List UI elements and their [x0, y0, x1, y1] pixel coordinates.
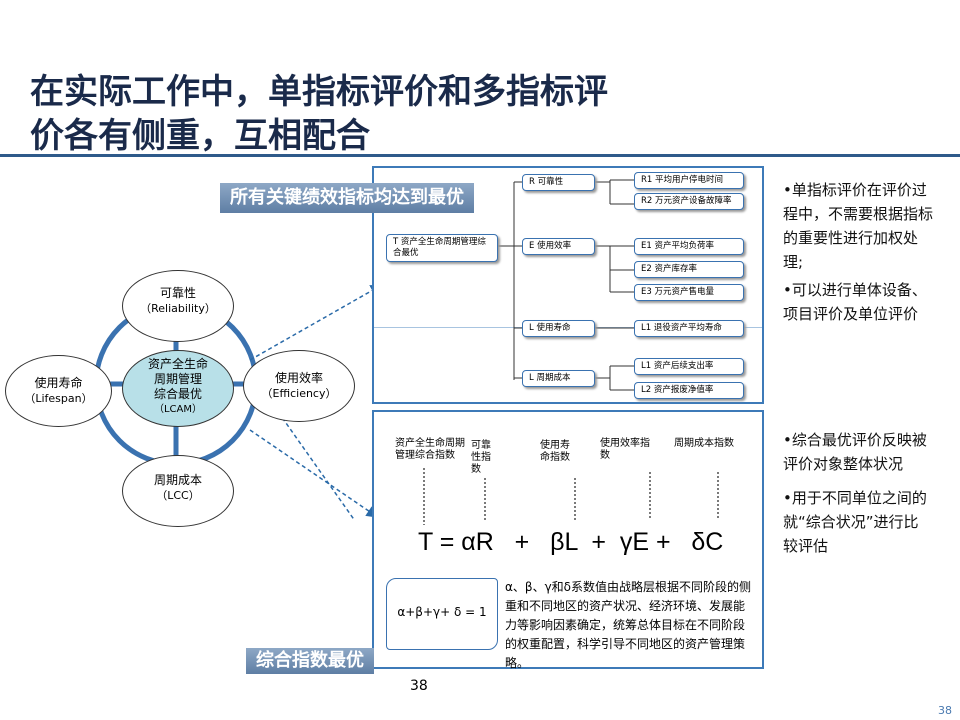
efficiency-node: 使用效率 （Efficiency）: [243, 350, 355, 422]
header-efficiency-index: 使用效率指数: [600, 438, 650, 461]
tree-root-node: T 资产全生命周期管理综合最优: [386, 234, 498, 262]
page-number-center: 38: [410, 678, 428, 694]
lcam-center-node: 资产全生命 周期管理 综合最优 （LCAM）: [122, 350, 234, 427]
lcam-line-1: 资产全生命: [147, 357, 208, 371]
formula-dotted-leaders: [423, 468, 719, 525]
header-cost-index: 周期成本指数: [674, 438, 734, 449]
single-index-bullets: •单指标评价在评价过程中，不需要根据指标的重要性进行加权处理; •可以进行单体设…: [783, 178, 933, 326]
tree-leaf-r2: R2 万元资产设备故障率: [634, 193, 744, 210]
bullet-item: •可以进行单体设备、项目评价及单位评价: [783, 281, 927, 323]
lcc-en: （LCC）: [156, 489, 200, 502]
leaf-label: R1 平均用户停电时间: [641, 175, 724, 185]
leaf-label: E2 资产库存率: [641, 264, 697, 274]
lcc-label: 周期成本: [153, 473, 202, 487]
lcam-line-3: 综合最优: [153, 387, 202, 401]
reliability-node: 可靠性 （Reliability）: [122, 270, 234, 342]
bottom-banner: 综合指数最优: [246, 648, 374, 674]
lcam-line-4: （LCAM）: [153, 404, 203, 415]
tree-leaf-l1: L1 退役资产平均寿命: [634, 320, 744, 337]
bullet-item: •单指标评价在评价过程中，不需要根据指标的重要性进行加权处理;: [783, 181, 934, 271]
composite-index-bullets: •综合最优评价反映被评价对象整体状况 •用于不同单位之间的就“综合状况”进行比较…: [783, 428, 933, 558]
efficiency-label: 使用效率: [274, 371, 323, 385]
tree-leaf-c2: L2 资产报废净值率: [634, 382, 744, 399]
lifespan-node: 使用寿命 （Lifespan）: [5, 355, 112, 427]
tree-branch-reliability: R 可靠性: [522, 174, 595, 191]
coefficient-note: α、β、γ和δ系数值由战略层根据不同阶段的侧重和不同地区的资产状况、经济环境、发…: [505, 580, 752, 670]
header-reliability-index: 可靠性指数: [471, 440, 491, 475]
lcam-formula: T = αR + βL + γE + δC: [418, 528, 724, 556]
leaf-label: L2 资产报废净值率: [641, 385, 714, 395]
top-banner-text: 所有关键绩效指标均达到最优: [230, 187, 464, 208]
bullet-item: •综合最优评价反映被评价对象整体状况: [783, 431, 927, 473]
kpi-tree-lines: [498, 179, 634, 391]
weight-constraint-scroll: α+β+γ+ δ = 1: [386, 578, 498, 650]
bottom-banner-text: 综合指数最优: [256, 650, 364, 671]
weight-constraint-text: α+β+γ+ δ = 1: [397, 605, 487, 619]
header-lifespan-index: 使用寿命指数: [540, 440, 570, 463]
lifespan-en: （Lifespan）: [24, 392, 93, 405]
leaf-label: E1 资产平均负荷率: [641, 241, 714, 251]
tree-branch-efficiency: E 使用效率: [522, 238, 595, 255]
top-banner: 所有关键绩效指标均达到最优: [220, 183, 474, 213]
reliability-label: 可靠性: [159, 286, 196, 300]
tree-branch-cost: L 周期成本: [522, 370, 595, 387]
branch-label: R 可靠性: [529, 177, 564, 187]
page-number-corner: 38: [938, 704, 952, 717]
leaf-label: L1 资产后续支出率: [641, 361, 714, 371]
tree-leaf-r1: R1 平均用户停电时间: [634, 172, 744, 189]
leaf-label: E3 万元资产售电量: [641, 287, 714, 297]
lcc-node: 周期成本 （LCC）: [122, 455, 234, 527]
lcam-line-2: 周期管理: [153, 372, 202, 386]
reliability-en: （Reliability）: [140, 302, 216, 315]
title-line-1: 在实际工作中，单指标评价和多指标评: [30, 72, 608, 112]
title-divider: [0, 154, 960, 157]
tree-root-label: T 资产全生命周期管理综合最优: [393, 237, 486, 258]
tree-branch-lifespan: L 使用寿命: [522, 320, 595, 337]
leaf-label: R2 万元资产设备故障率: [641, 196, 732, 206]
leaf-label: L1 退役资产平均寿命: [641, 323, 722, 333]
slide-title: 在实际工作中，单指标评价和多指标评 价各有侧重，互相配合: [30, 70, 608, 158]
branch-label: E 使用效率: [529, 241, 572, 251]
header-lcam-index: 资产全生命周期管理综合指数: [395, 438, 465, 461]
tree-leaf-e3: E3 万元资产售电量: [634, 284, 744, 301]
lifespan-label: 使用寿命: [34, 376, 83, 390]
bullet-item: •用于不同单位之间的就“综合状况”进行比较评估: [783, 489, 927, 555]
branch-label: L 周期成本: [529, 373, 571, 383]
efficiency-en: （Efficiency）: [261, 387, 337, 400]
title-line-2: 价各有侧重，互相配合: [30, 116, 370, 156]
tree-leaf-e2: E2 资产库存率: [634, 261, 744, 278]
tree-leaf-c1: L1 资产后续支出率: [634, 358, 744, 375]
branch-label: L 使用寿命: [529, 323, 571, 333]
tree-leaf-e1: E1 资产平均负荷率: [634, 238, 744, 255]
